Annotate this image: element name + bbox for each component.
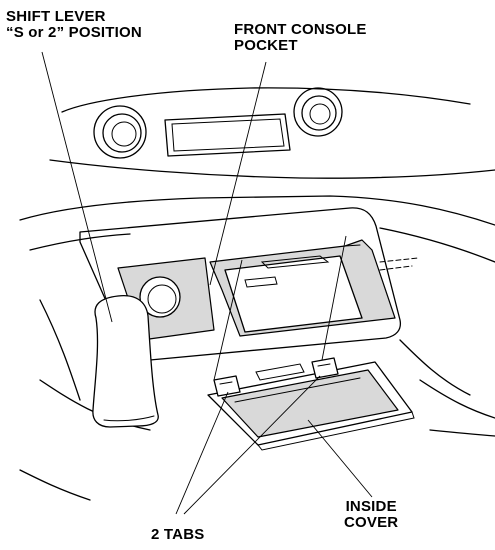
tabs-label-line1: 2 TABS <box>151 526 205 543</box>
front-console-pocket-label-line1: FRONT CONSOLE <box>234 21 367 38</box>
front-console-pocket-label-line2: POCKET <box>234 37 298 54</box>
leader-lines <box>41 51 373 515</box>
shift-lever-label-line1: SHIFT LEVER <box>6 8 106 25</box>
leader-tab-left <box>175 391 229 515</box>
dashboard-upper <box>49 87 495 179</box>
inside-cover-label: INSIDE COVER <box>344 499 398 531</box>
leader-cover <box>307 419 373 498</box>
inside-cover-label-line2: COVER <box>344 514 399 531</box>
leader-tab-right <box>183 375 321 515</box>
leader-pocket-right <box>321 235 347 361</box>
inside-cover-label-line1: INSIDE <box>345 498 397 515</box>
right-air-vent-icon <box>293 87 343 137</box>
leader-pocket <box>209 61 267 286</box>
shift-lever-knob <box>92 294 159 428</box>
inside-cover <box>207 357 415 451</box>
front-console-pocket <box>209 239 396 337</box>
shift-lever-label: SHIFT LEVER “S or 2” POSITION <box>6 9 142 41</box>
tabs-label: 2 TABS <box>151 527 204 543</box>
center-display-icon <box>164 113 291 157</box>
guide-dashes <box>379 257 419 271</box>
left-air-vent-icon <box>93 105 147 159</box>
cover-tab-right-icon <box>311 357 339 379</box>
shift-lever-label-line2: “S or 2” POSITION <box>6 24 142 41</box>
leader-pocket-right2 <box>213 259 243 381</box>
leader-shift-lever <box>41 51 113 323</box>
cover-tab-left-icon <box>213 375 241 397</box>
front-console-pocket-label: FRONT CONSOLE POCKET <box>234 22 367 54</box>
